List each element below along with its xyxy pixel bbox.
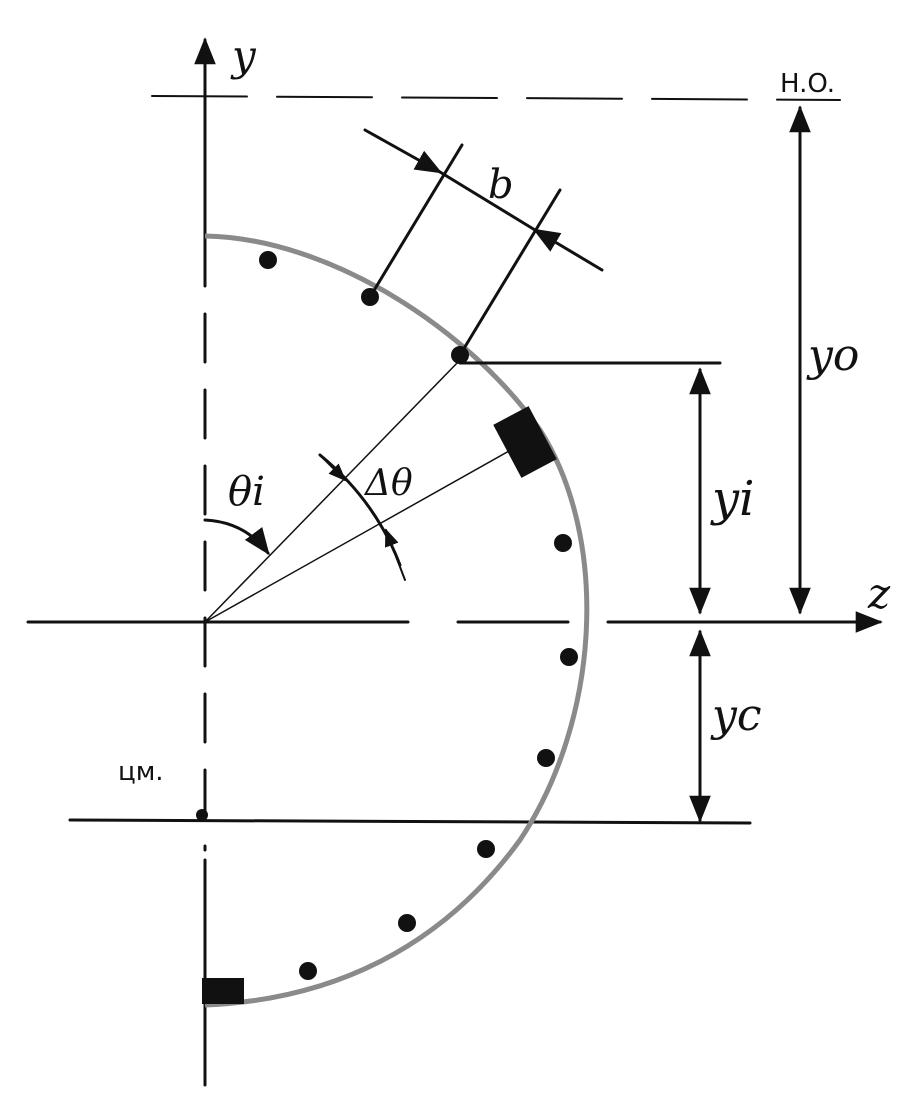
label-y-o: yo bbox=[806, 330, 859, 381]
stringer-dot bbox=[259, 251, 277, 269]
b-extension-2 bbox=[458, 188, 562, 357]
label-y-c: yc bbox=[710, 690, 762, 741]
b-dim-right bbox=[532, 228, 604, 272]
delta-theta-arrow-2 bbox=[385, 528, 406, 581]
stringer-dot bbox=[477, 840, 495, 858]
center-mass-line bbox=[68, 818, 752, 825]
delta-theta-arrow-1 bbox=[319, 454, 347, 482]
stringer-dot bbox=[560, 648, 578, 666]
stringer-dot bbox=[554, 534, 572, 552]
section-arc bbox=[204, 233, 590, 1008]
theta-i-arc bbox=[203, 518, 270, 556]
stringer-dot bbox=[398, 914, 416, 932]
b-extension-1 bbox=[368, 143, 464, 299]
center-mass-point bbox=[196, 809, 208, 821]
label-center-mass: цм. bbox=[118, 757, 164, 787]
label-width-b: b bbox=[488, 162, 514, 208]
neutral-axis-line bbox=[151, 95, 841, 101]
label-axis-z: z bbox=[867, 569, 891, 618]
stringer-dot bbox=[299, 962, 317, 980]
label-delta-theta: Δθ bbox=[363, 463, 413, 504]
spar-cap-lower bbox=[202, 978, 244, 1004]
radius-theta-i bbox=[204, 359, 461, 623]
label-axis-y: y bbox=[230, 31, 257, 80]
stringer-dot bbox=[537, 749, 555, 767]
b-dim-left bbox=[363, 128, 443, 174]
label-y-i: yi bbox=[710, 471, 754, 527]
label-theta-i: θi bbox=[228, 469, 265, 515]
label-neutral-axis: H.O. bbox=[780, 69, 835, 99]
b-dim-mid bbox=[438, 170, 537, 232]
radius-theta-delta bbox=[204, 441, 526, 623]
